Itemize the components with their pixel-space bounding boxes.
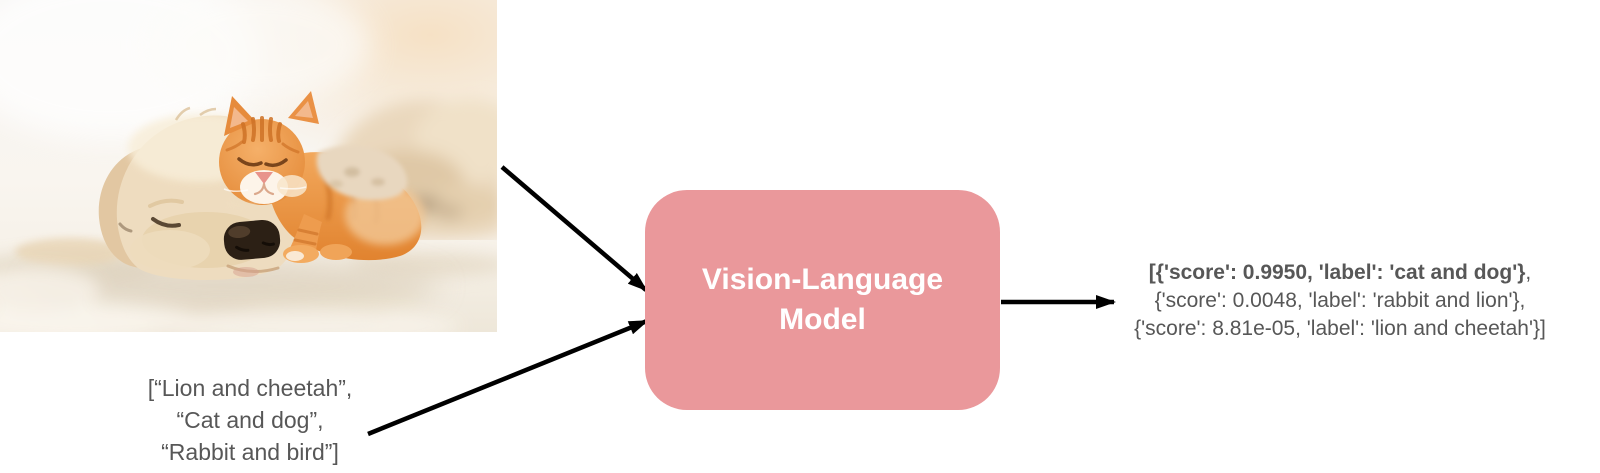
arrow-image-to-model [500, 165, 648, 292]
model-output-text: [{'score': 0.9950, 'label': 'cat and dog… [1080, 259, 1600, 343]
input-photo-dog-and-cat [0, 0, 497, 332]
arrow-labels-to-model [367, 318, 649, 437]
candidate-label-line-1: [“Lion and cheetah”, [147, 375, 353, 401]
model-label-line-2: Model [779, 303, 866, 336]
dog-and-cat-illustration [0, 0, 497, 332]
vision-language-model-box: Vision-Language Model [645, 190, 1000, 410]
candidate-label-line-2: “Cat and dog”, [176, 407, 324, 433]
output-line-1: [{'score': 0.9950, 'label': 'cat and dog… [1080, 259, 1600, 287]
output-line-2: {'score': 0.0048, 'label': 'rabbit and l… [1154, 289, 1526, 312]
output-line-1-rest: , [1525, 261, 1532, 284]
candidate-labels-text: [“Lion and cheetah”, “Cat and dog”, “Rab… [95, 372, 405, 468]
output-line-1-bold: [{'score': 0.9950, 'label': 'cat and dog… [1148, 261, 1526, 284]
output-line-3: {'score': 8.81e-05, 'label': 'lion and c… [1134, 317, 1546, 340]
vision-language-model-label: Vision-Language Model [702, 260, 943, 340]
candidate-label-line-3: “Rabbit and bird”] [161, 439, 339, 465]
model-label-line-1: Vision-Language [701, 263, 944, 296]
